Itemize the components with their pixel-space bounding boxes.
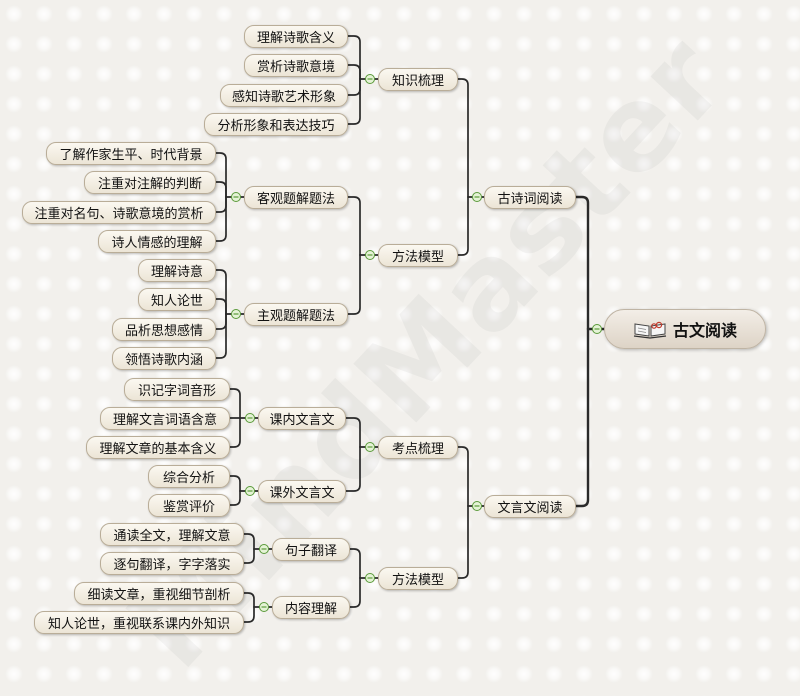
leaf-item[interactable]: 细读文章，重视细节剖析 bbox=[74, 582, 244, 605]
collapse-toggle-icon[interactable] bbox=[245, 413, 255, 423]
leaf-item[interactable]: 领悟诗歌内涵 bbox=[112, 347, 216, 370]
classical-method-node[interactable]: 方法模型 bbox=[378, 567, 458, 590]
open-book-icon bbox=[633, 321, 667, 339]
leaf-item[interactable]: 逐句翻译，字字落实 bbox=[100, 552, 244, 575]
collapse-toggle-icon[interactable] bbox=[259, 602, 269, 612]
connector-line bbox=[215, 196, 227, 242]
collapse-toggle-icon[interactable] bbox=[259, 544, 269, 554]
leaf-item[interactable]: 识记字词音形 bbox=[124, 378, 230, 401]
root-node[interactable]: 古文阅读 bbox=[604, 309, 766, 349]
leaf-item[interactable]: 知人论世 bbox=[138, 288, 216, 311]
leaf-item[interactable]: 感知诗歌艺术形象 bbox=[220, 84, 348, 107]
poetry-node[interactable]: 古诗词阅读 bbox=[484, 186, 576, 209]
leaf-item[interactable]: 品析思想感情 bbox=[112, 318, 216, 341]
connector-line bbox=[229, 475, 241, 492]
knowledge-node[interactable]: 知识梳理 bbox=[378, 68, 458, 91]
classical-node[interactable]: 文言文阅读 bbox=[484, 495, 576, 518]
collapse-toggle-icon[interactable] bbox=[472, 192, 482, 202]
connector-line bbox=[215, 313, 227, 330]
leaf-item[interactable]: 理解诗意 bbox=[138, 259, 216, 282]
collapse-toggle-icon[interactable] bbox=[231, 309, 241, 319]
collapse-toggle-icon[interactable] bbox=[245, 486, 255, 496]
leaf-item[interactable]: 鉴赏评价 bbox=[148, 494, 230, 517]
collapse-toggle-icon[interactable] bbox=[365, 74, 375, 84]
leaf-item[interactable]: 注重对名句、诗歌意境的赏析 bbox=[22, 201, 216, 224]
connector-line bbox=[347, 35, 361, 80]
connector-line bbox=[349, 577, 361, 608]
leaf-item[interactable]: 诗人情感的理解 bbox=[98, 230, 216, 253]
collapse-toggle-icon[interactable] bbox=[365, 573, 375, 583]
connector-line bbox=[215, 181, 227, 198]
connector-line bbox=[229, 388, 241, 419]
connector-line bbox=[215, 269, 227, 315]
out-class-node[interactable]: 课外文言文 bbox=[258, 480, 346, 503]
connector-line bbox=[229, 490, 241, 506]
connector-line bbox=[457, 446, 469, 507]
connector-line bbox=[215, 313, 227, 359]
leaf-item[interactable]: 了解作家生平、时代背景 bbox=[46, 142, 216, 165]
connector-line bbox=[574, 327, 590, 508]
connector-line bbox=[243, 592, 255, 608]
connector-line bbox=[347, 78, 361, 125]
collapse-toggle-icon[interactable] bbox=[592, 324, 602, 334]
connector-line bbox=[457, 78, 469, 198]
connector-line bbox=[347, 64, 361, 80]
leaf-item[interactable]: 通读全文，理解文意 bbox=[100, 523, 244, 546]
connector-line bbox=[347, 78, 361, 96]
exam-node[interactable]: 考点梳理 bbox=[378, 436, 458, 459]
leaf-item[interactable]: 分析形象和表达技巧 bbox=[204, 113, 348, 136]
leaf-item[interactable]: 注重对注解的判断 bbox=[84, 171, 216, 194]
collapse-toggle-icon[interactable] bbox=[365, 250, 375, 260]
connector-line bbox=[215, 298, 227, 315]
poetry-method-node[interactable]: 方法模型 bbox=[378, 244, 458, 267]
leaf-item[interactable]: 赏析诗歌意境 bbox=[244, 54, 348, 77]
connector-line bbox=[345, 417, 361, 448]
leaf-item[interactable]: 理解诗歌含义 bbox=[244, 25, 348, 48]
connector-line bbox=[215, 152, 227, 198]
root-label: 古文阅读 bbox=[672, 321, 737, 340]
objective-node[interactable]: 客观题解题法 bbox=[244, 186, 348, 209]
leaf-item[interactable]: 理解文章的基本含义 bbox=[86, 436, 230, 459]
collapse-toggle-icon[interactable] bbox=[231, 192, 241, 202]
connector-line bbox=[349, 548, 361, 579]
connector-line bbox=[347, 196, 361, 256]
connector-line bbox=[243, 606, 255, 623]
connector-line bbox=[243, 533, 255, 550]
connector-line bbox=[345, 446, 361, 492]
collapse-toggle-icon[interactable] bbox=[365, 442, 375, 452]
connector-line bbox=[347, 254, 361, 315]
in-class-node[interactable]: 课内文言文 bbox=[258, 407, 346, 430]
sentence-node[interactable]: 句子翻译 bbox=[272, 538, 350, 561]
connector-line bbox=[457, 196, 469, 256]
connector-line bbox=[229, 417, 241, 448]
connector-line bbox=[215, 196, 227, 213]
connector-line bbox=[457, 505, 469, 579]
collapse-toggle-icon[interactable] bbox=[472, 501, 482, 511]
leaf-item[interactable]: 理解文言词语含意 bbox=[100, 407, 230, 430]
leaf-item[interactable]: 知人论世，重视联系课内外知识 bbox=[34, 611, 244, 634]
connector-line bbox=[574, 195, 590, 331]
leaf-item[interactable]: 综合分析 bbox=[148, 465, 230, 488]
connector-line bbox=[243, 548, 255, 564]
subjective-node[interactable]: 主观题解题法 bbox=[244, 303, 348, 326]
content-node[interactable]: 内容理解 bbox=[272, 596, 350, 619]
